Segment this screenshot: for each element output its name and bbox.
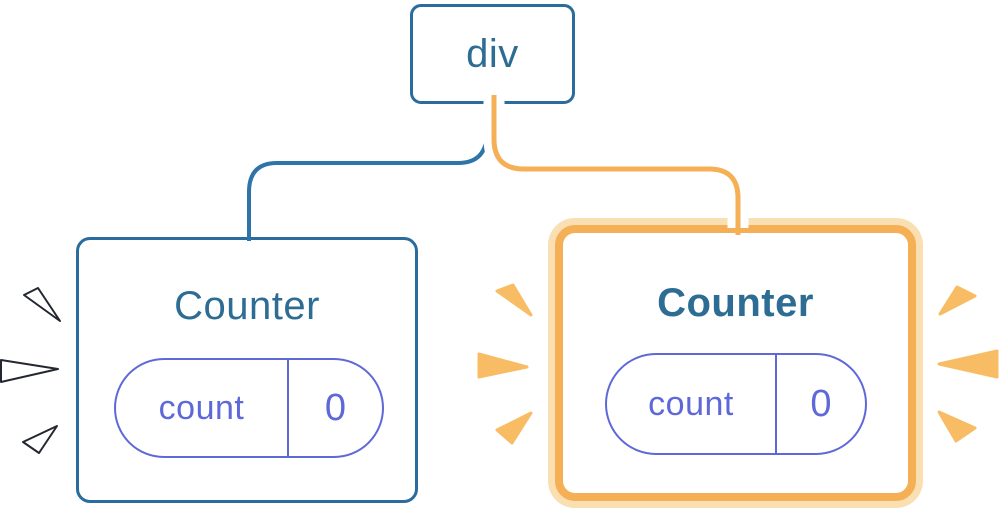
spark-wedge [0, 359, 59, 383]
state-field-label: count [158, 388, 245, 427]
edge-root-to-left-counter [247, 98, 489, 241]
state-pill: count 0 [605, 353, 867, 455]
edge-root-to-right-counter [491, 95, 741, 235]
edge-highlight-casing [483, 95, 749, 228]
update-flash-icon-left [0, 287, 61, 454]
state-field-label: count [648, 384, 734, 423]
root-node-label: div [466, 31, 519, 76]
state-value: 0 [324, 386, 347, 429]
state-pill: count 0 [114, 358, 384, 458]
root-node-div: div [410, 4, 575, 104]
spark-wedge [23, 287, 61, 322]
spark-wedge [495, 283, 533, 317]
update-flash-icon-middle [477, 283, 533, 445]
counter-title: Counter [657, 281, 814, 325]
spark-wedge [22, 425, 58, 454]
state-value: 0 [810, 382, 832, 425]
pill-divider [287, 360, 289, 456]
spark-wedge [937, 410, 977, 443]
update-flash-icon-right [937, 285, 999, 443]
counter-node-right-highlighted: Counter count 0 [555, 225, 916, 501]
pill-divider [775, 355, 777, 453]
counter-title: Counter [174, 284, 320, 328]
counter-node-left: Counter count 0 [76, 237, 418, 503]
spark-wedge [938, 285, 977, 316]
spark-wedge [495, 411, 533, 445]
spark-wedge [477, 352, 529, 379]
spark-wedge [937, 349, 999, 379]
